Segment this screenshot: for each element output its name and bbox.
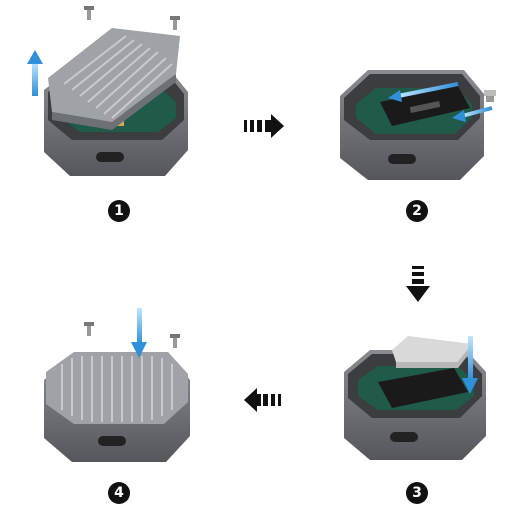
blue-arrow-icon [452,106,493,122]
ssd-card [378,368,468,408]
lid [48,28,180,130]
usb-c-port-icon [98,436,126,446]
blue-arrow-icon [462,336,478,394]
screw-icon [84,6,94,20]
step-2-illustration [340,70,496,180]
step-badge-3: 3 [406,482,428,504]
step-1-illustration [27,6,188,176]
step-arrow-icon [244,388,281,412]
blue-arrow-icon [27,50,43,96]
step-badge-4: 4 [108,482,130,504]
usb-c-port-icon [388,154,416,164]
screw-icon [170,16,180,30]
step-3-illustration [344,336,486,460]
usb-c-port-icon [96,152,124,162]
step-badge-2: 2 [406,200,428,222]
step-arrow-icon [406,266,430,302]
screw-icon [170,334,180,348]
step-arrow-icon [244,114,284,138]
blue-arrow-icon [388,82,459,102]
lid [46,352,188,424]
thermal-pad [392,336,472,362]
step-4-illustration [44,308,190,462]
screw-icon [484,90,496,102]
usb-c-port-icon [390,432,418,442]
blue-arrow-icon [131,308,147,358]
screw-icon [84,322,94,336]
step-badge-1: 1 [108,200,130,222]
